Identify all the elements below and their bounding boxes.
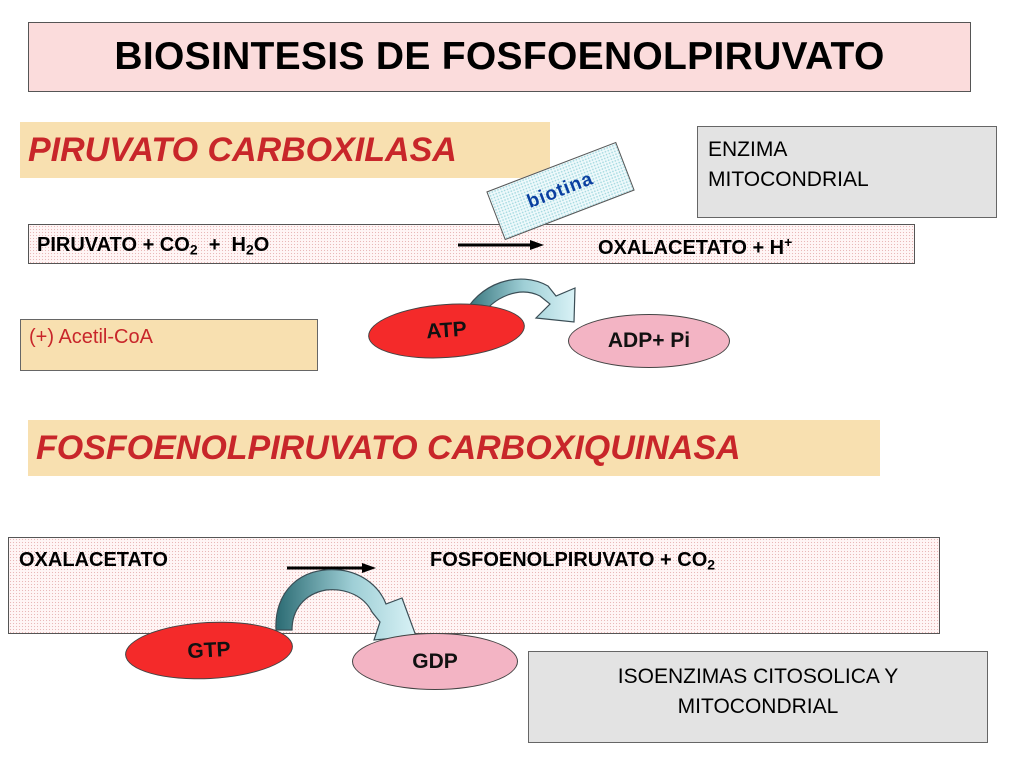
reaction1-substrates: PIRUVATO + CO2 + H2O	[37, 234, 269, 258]
page-title: BIOSINTESIS DE FOSFOENOLPIRUVATO	[114, 35, 885, 78]
enzyme1-location-box: ENZIMA MITOCONDRIAL	[697, 126, 997, 218]
reaction1-plus: +	[208, 234, 221, 256]
reaction1-product-text: OXALACETATO + H	[598, 237, 785, 259]
reaction1-piruvato-co: PIRUVATO + CO	[37, 234, 190, 256]
reaction1-right-arrow	[458, 240, 544, 250]
enzyme1-location-line1: ENZIMA	[708, 138, 788, 161]
gtp-to-gdp-curved-arrow	[275, 569, 417, 641]
enzyme2-name-label: FOSFOENOLPIRUVATO CARBOXIQUINASA	[28, 420, 880, 476]
reaction2-product: FOSFOENOLPIRUVATO + CO2	[430, 549, 715, 573]
co2-subscript-2: 2	[707, 556, 716, 573]
reaction1-products: OXALACETATO + H+	[598, 234, 792, 260]
reaction1-h: H	[231, 234, 246, 256]
reaction2-box: OXALACETATO FOSFOENOLPIRUVATO + CO2	[8, 537, 940, 634]
adp-pi-label: ADP+ Pi	[607, 329, 691, 352]
atp-label: ATP	[425, 317, 468, 344]
enzyme1-location-line2: MITOCONDRIAL	[708, 168, 869, 191]
title-box: BIOSINTESIS DE FOSFOENOLPIRUVATO	[28, 22, 971, 92]
reaction2-right-arrow	[287, 563, 376, 573]
reaction2-product-text: FOSFOENOLPIRUVATO + CO	[430, 549, 708, 571]
reaction1-o: O	[253, 234, 270, 256]
co2-subscript: 2	[189, 241, 198, 258]
h-superscript: +	[784, 234, 793, 250]
gtp-label: GTP	[186, 637, 232, 663]
reaction1-box: PIRUVATO + CO2 + H2O OXALACETATO + H+	[28, 224, 915, 264]
gdp-ellipse: GDP	[352, 633, 518, 690]
reaction2-substrate: OXALACETATO	[19, 549, 168, 571]
atp-to-adp-curved-arrow	[461, 278, 576, 323]
gdp-label: GDP	[412, 649, 458, 673]
enzyme1-name-label: PIRUVATO CARBOXILASA	[20, 122, 550, 178]
enzyme2-location-box: ISOENZIMAS CITOSOLICA Y MITOCONDRIAL	[528, 651, 988, 743]
adp-pi-ellipse: ADP+ Pi	[568, 314, 730, 368]
enzyme2-location-text: ISOENZIMAS CITOSOLICA Y MITOCONDRIAL	[617, 665, 899, 718]
h2o-subscript: 2	[246, 241, 254, 258]
activator-acetil-coa: (+) Acetil-CoA	[20, 319, 318, 371]
